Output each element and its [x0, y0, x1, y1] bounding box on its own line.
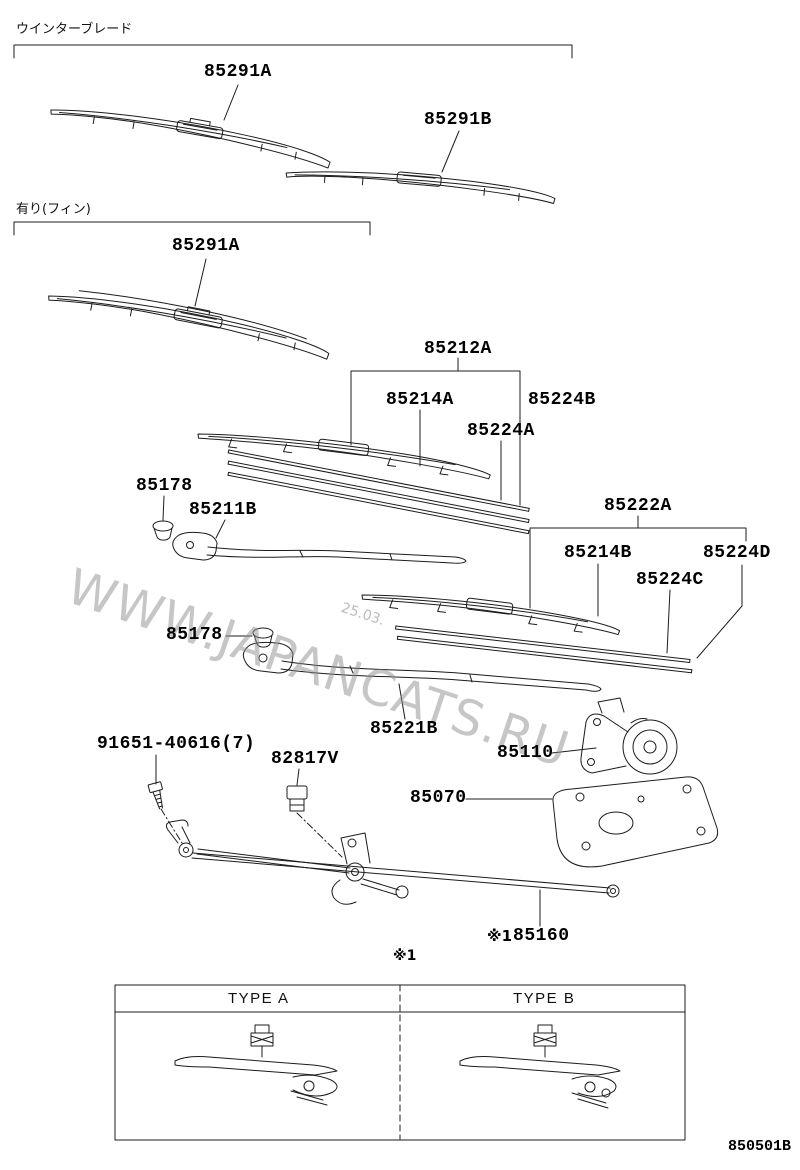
- wiper-blade-85291a-fin-drawing: [48, 290, 330, 360]
- part-label-85070: 85070: [410, 788, 467, 808]
- leader-lines: [13, 44, 747, 927]
- grommet-82817v-drawing: [286, 785, 308, 812]
- part-label-85214a: 85214A: [386, 390, 454, 410]
- rubber-strips-rear-drawing: [395, 625, 693, 674]
- part-label-85291a-winter: 85291A: [204, 62, 272, 82]
- wiper-arm-85221b-drawing: [242, 641, 602, 692]
- wiper-blade-85291b-drawing: [285, 171, 556, 204]
- note-ref-prefix: ※1: [487, 927, 513, 946]
- part-label-85224b: 85224B: [528, 390, 596, 410]
- wiper-motor-85110-drawing: [580, 697, 678, 775]
- part-label-85222a: 85222A: [604, 496, 672, 516]
- part-label-85212a: 85212A: [424, 339, 492, 359]
- part-label-91651-40616: 91651-40616(7): [97, 734, 256, 754]
- part-label-85211b: 85211B: [189, 500, 257, 520]
- pivot-cap-85178-second-drawing: [252, 627, 274, 648]
- group-label-with-fin: 有り(フィン): [16, 202, 91, 217]
- part-label-85178-first: 85178: [136, 476, 193, 496]
- blade-frame-85212a-drawing: [197, 433, 491, 480]
- diagram-code: 850501B: [728, 1138, 792, 1155]
- table-header-type-a: TYPE A: [228, 990, 290, 1007]
- table-header-type-b: TYPE B: [513, 990, 576, 1007]
- motor-bracket-85070-drawing: [552, 776, 719, 868]
- type-a-detail-drawing: [174, 1024, 338, 1106]
- type-b-detail-drawing: [459, 1024, 621, 1109]
- part-label-85291b: 85291B: [424, 110, 492, 130]
- part-label-85178-second: 85178: [166, 625, 223, 645]
- table-note-ref: ※1: [393, 948, 417, 964]
- part-label-85110: 85110: [497, 743, 554, 763]
- wiper-arm-85211b-drawing: [172, 531, 467, 564]
- part-label-85221b: 85221B: [370, 719, 438, 739]
- blade-frame-85222a-drawing: [361, 594, 621, 636]
- part-label-85224a: 85224A: [467, 421, 535, 441]
- wiper-blade-85291a-winter-drawing: [50, 109, 331, 169]
- type-table-frame: [114, 984, 686, 1141]
- part-number-85160: 85160: [513, 926, 570, 946]
- rubber-strips-front-drawing: [227, 449, 530, 535]
- wiper-linkage-85160-drawing: [165, 819, 620, 905]
- group-label-winter-blade: ウインターブレード: [16, 22, 133, 37]
- part-label-85291a-fin: 85291A: [172, 236, 240, 256]
- part-label-85224c: 85224C: [636, 570, 704, 590]
- bolt-91651-drawing: [147, 781, 163, 810]
- part-label-85224d: 85224D: [703, 543, 771, 563]
- part-label-85214b: 85214B: [564, 543, 632, 563]
- pivot-cap-85178-first-drawing: [152, 520, 174, 541]
- part-label-82817v: 82817V: [271, 749, 339, 769]
